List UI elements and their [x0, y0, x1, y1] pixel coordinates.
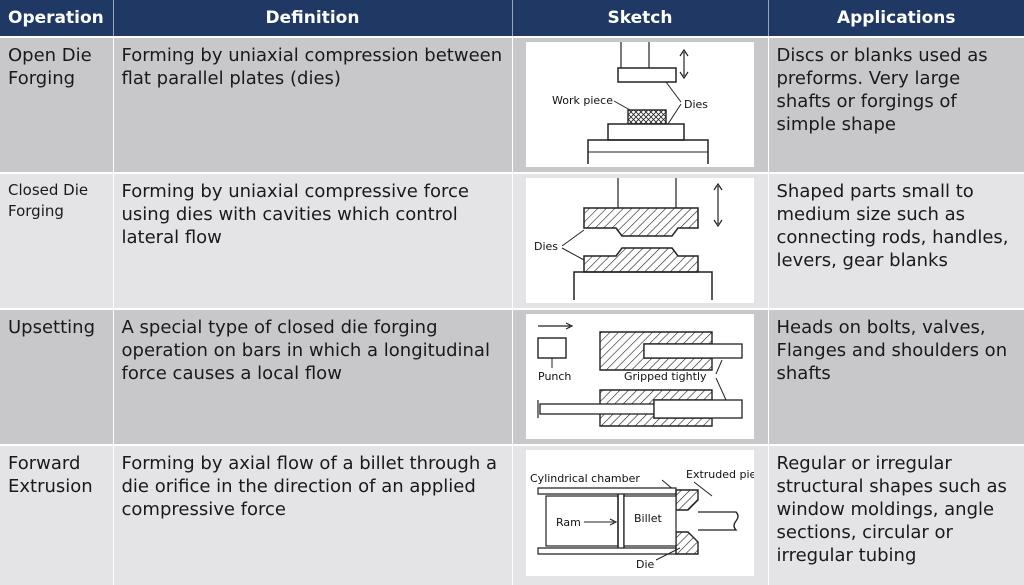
sketch-cell: Work piece Dies — [512, 36, 769, 173]
header-row: Operation Definition Sketch Applications — [0, 0, 1024, 37]
closed-die-forging-sketch: Dies — [526, 178, 754, 303]
definition-cell: Forming by uniaxial compression between … — [113, 36, 513, 173]
definition-cell: Forming by axial flow of a billet throug… — [113, 444, 513, 585]
sketch-cell: Punch Gripped tightly — [512, 308, 769, 445]
open-die-forging-sketch: Work piece Dies — [526, 42, 754, 167]
billet-label: Billet — [634, 512, 662, 525]
sketch-cell: Cylindrical chamber Extruded piece Ram B… — [512, 444, 769, 585]
definition-cell: Forming by uniaxial compressive force us… — [113, 172, 513, 309]
chamber-label: Cylindrical chamber — [530, 472, 640, 485]
forward-extrusion-sketch: Cylindrical chamber Extruded piece Ram B… — [526, 450, 754, 576]
operation-cell: Closed Die Forging — [0, 172, 114, 309]
workpiece-label: Work piece — [552, 94, 613, 107]
dies-label: Dies — [684, 98, 708, 111]
table-row: Upsetting A special type of closed die f… — [0, 308, 1024, 445]
operation-cell: Upsetting — [0, 308, 114, 445]
applications-cell: Shaped parts small to medium size such a… — [768, 172, 1024, 309]
header-applications: Applications — [768, 0, 1024, 37]
dies-label: Dies — [534, 240, 558, 253]
applications-cell: Regular or irregular structural shapes s… — [768, 444, 1024, 585]
extruded-label: Extruded piece — [686, 468, 754, 481]
operation-cell: Forward Extrusion — [0, 444, 114, 585]
die-label: Die — [636, 558, 655, 571]
header-sketch: Sketch — [512, 0, 769, 37]
gripped-label: Gripped tightly — [624, 370, 707, 383]
table-row: Open Die Forging Forming by uniaxial com… — [0, 36, 1024, 173]
upsetting-sketch: Punch Gripped tightly — [526, 314, 754, 439]
header-operation: Operation — [0, 0, 114, 37]
ram-label: Ram — [556, 516, 581, 529]
operation-cell: Open Die Forging — [0, 36, 114, 173]
applications-cell: Heads on bolts, valves, Flanges and shou… — [768, 308, 1024, 445]
table-row: Closed Die Forging Forming by uniaxial c… — [0, 172, 1024, 309]
header-definition: Definition — [113, 0, 513, 37]
definition-cell: A special type of closed die forging ope… — [113, 308, 513, 445]
sketch-cell: Dies — [512, 172, 769, 309]
applications-cell: Discs or blanks used as preforms. Very l… — [768, 36, 1024, 173]
punch-label: Punch — [538, 370, 571, 383]
table-row: Forward Extrusion Forming by axial flow … — [0, 444, 1024, 585]
